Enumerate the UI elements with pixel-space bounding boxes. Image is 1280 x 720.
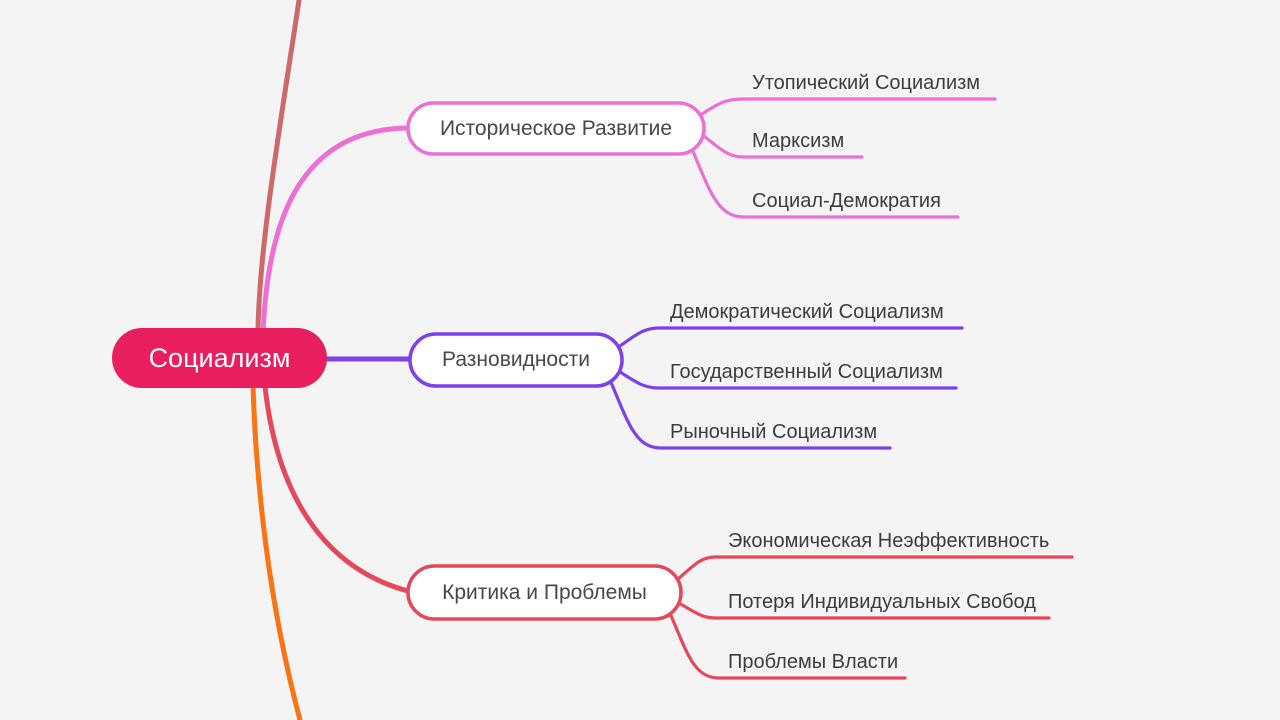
root-node[interactable]: [112, 328, 327, 388]
child-label-social-democracy[interactable]: Социал-Демократия: [752, 190, 941, 212]
child-label-power-problems[interactable]: Проблемы Власти: [728, 651, 899, 673]
child-label-democratic-socialism[interactable]: Демократический Социализм: [670, 301, 944, 323]
child-connector-loss-of-freedoms: [675, 600, 1051, 620]
branch-label-varieties[interactable]: Разновидности: [442, 348, 590, 371]
child-label-economic-inefficiency[interactable]: Экономическая Неэффективность: [728, 530, 1050, 552]
child-connector-state-socialism: [615, 368, 958, 390]
child-connector-economic-inefficiency: [675, 555, 1074, 582]
child-connector-utopian: [697, 97, 997, 118]
branch-curve-criticism: [262, 383, 411, 594]
child-label-market-socialism[interactable]: Рыночный Социализм: [670, 421, 878, 443]
child-connector-market-socialism: [608, 378, 892, 450]
branch-label-historical[interactable]: Историческое Развитие: [439, 116, 673, 140]
branch-node-criticism[interactable]: [406, 564, 683, 621]
child-connector-marxism: [699, 132, 864, 159]
branch-node-historical[interactable]: [406, 101, 706, 156]
child-connector-democratic-socialism: [615, 326, 964, 350]
child-connector-power-problems: [667, 609, 907, 680]
child-label-utopian-socialism[interactable]: Утопический Социализм: [752, 72, 981, 94]
offscreen-branch-top-curve: [255, 0, 302, 335]
offscreen-branch-bottom-curve: [250, 383, 303, 720]
root-node-label[interactable]: Социализм: [148, 342, 291, 373]
child-label-loss-of-individual-freedoms[interactable]: Потеря Индивидуальных Свобод: [728, 591, 1036, 613]
child-label-state-socialism[interactable]: Государственный Социализм: [670, 361, 943, 383]
child-label-marxism[interactable]: Марксизм: [752, 130, 845, 152]
branch-label-criticism[interactable]: Критика и Проблемы: [442, 580, 647, 604]
child-connector-social-democracy: [690, 147, 960, 219]
branch-curve-historical: [260, 125, 413, 337]
branch-node-varieties[interactable]: [408, 332, 624, 388]
